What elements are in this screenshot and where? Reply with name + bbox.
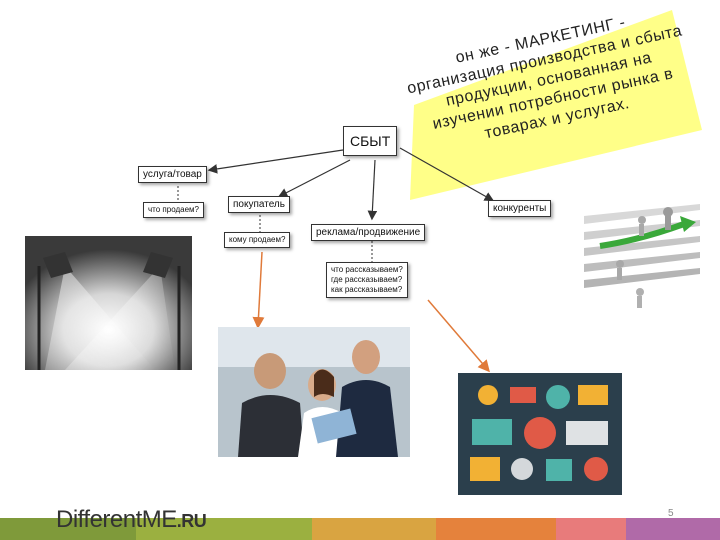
footer-color-bar [0,518,720,540]
edge-center-competitors [399,147,495,202]
edge-center-ads [367,159,378,221]
node-tell: что рассказываем? где рассказываем? как … [326,262,408,298]
customers-photo [218,327,410,457]
node-competitors: конкуренты [488,200,552,217]
spotlights-image [25,236,192,370]
page-number: 5 [668,508,674,519]
tell-question: как рассказываем? [331,285,403,294]
sticky-note [410,10,702,200]
edge-center-buyer [277,159,351,198]
node-what-sell: что продаем? [143,202,204,218]
bar-segment [0,518,136,540]
bar-segment [136,518,312,540]
advertising-picture [458,373,622,495]
arrow-to-buyer-photo [252,251,265,329]
edge-center-service [207,149,344,174]
bar-segment [312,518,436,540]
node-whom-sell: кому продаем? [224,232,291,248]
logo-main: DifferentME [56,506,177,533]
arrow-to-ads-picture [427,299,490,373]
bar-segment [556,518,626,540]
node-service: услуга/товар [138,166,207,183]
bar-segment [436,518,556,540]
tell-question: что рассказываем? [331,265,403,274]
competitors-picture [580,198,704,320]
node-buyer: покупатель [228,196,290,213]
node-ads: реклама/продвижение [311,224,426,241]
logo-suffix: .RU [176,511,207,531]
tell-question: где рассказываем? [331,275,403,284]
bar-segment [626,518,720,540]
site-logo[interactable]: DifferentME.RU [56,506,207,534]
node-sales: СБЫТ [343,126,398,156]
